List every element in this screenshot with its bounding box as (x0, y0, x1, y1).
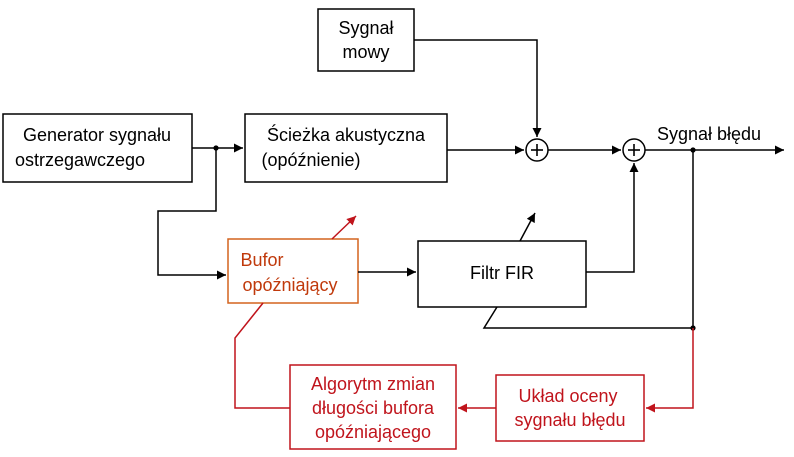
algorithm-label-line2: długości bufora (312, 398, 435, 418)
acoustic-path-label-line1: Ścieżka akustyczna (267, 124, 426, 145)
error-evaluation-label-line2: sygnału błędu (514, 410, 625, 430)
fir-adapt-arrow (519, 212, 536, 242)
warning-generator-label-line2: ostrzegawczego (15, 150, 145, 170)
error-evaluation-label-line1: Układ oceny (518, 386, 617, 406)
speech-signal-label-line1: Sygnał (338, 18, 393, 38)
warning-generator-block: Generator sygnału ostrzegawczego (2, 113, 193, 183)
delay-buffer-block: Bufor opóźniający (227, 238, 359, 304)
algorithm-to-buffer-line (234, 302, 290, 409)
generator-to-buffer-line (157, 148, 226, 280)
algorithm-label-line1: Algorytm zmian (311, 374, 435, 394)
fir-filter-label: Filtr FIR (470, 263, 534, 283)
algorithm-label-line3: opóźniającego (315, 422, 431, 442)
delay-buffer-label-line1: Bufor (240, 250, 283, 270)
error-signal-label: Sygnał błędu (657, 124, 761, 144)
delay-buffer-label-line2: opóźniający (242, 275, 337, 295)
error-evaluation-block: Układ oceny sygnału błędu (495, 374, 645, 442)
summing-junction-2 (622, 138, 646, 162)
signal-paths (157, 39, 784, 329)
summing-junction-1 (525, 138, 549, 162)
error-to-evaluation-line (646, 328, 694, 413)
speech-signal-block: Sygnał mowy (317, 8, 415, 72)
warning-generator-label-line1: Generator sygnału (23, 125, 171, 145)
fir-filter-block: Filtr FIR (417, 240, 587, 308)
junction-dot-error (690, 147, 696, 153)
junction-dot-generator (213, 145, 219, 151)
error-feedback-to-fir-line (482, 150, 694, 329)
buffer-length-algorithm-block: Algorytm zmian długości bufora opóźniają… (289, 364, 457, 450)
speech-signal-label-line2: mowy (342, 42, 389, 62)
acoustic-path-block: Ścieżka akustyczna (opóźnienie) (244, 113, 448, 183)
buffer-adapt-arrow (331, 215, 357, 240)
control-paths (234, 215, 694, 413)
speech-to-sum-line (414, 39, 542, 137)
acoustic-path-label-line2: (opóźnienie) (261, 150, 360, 170)
fir-to-sum-line (586, 163, 639, 273)
